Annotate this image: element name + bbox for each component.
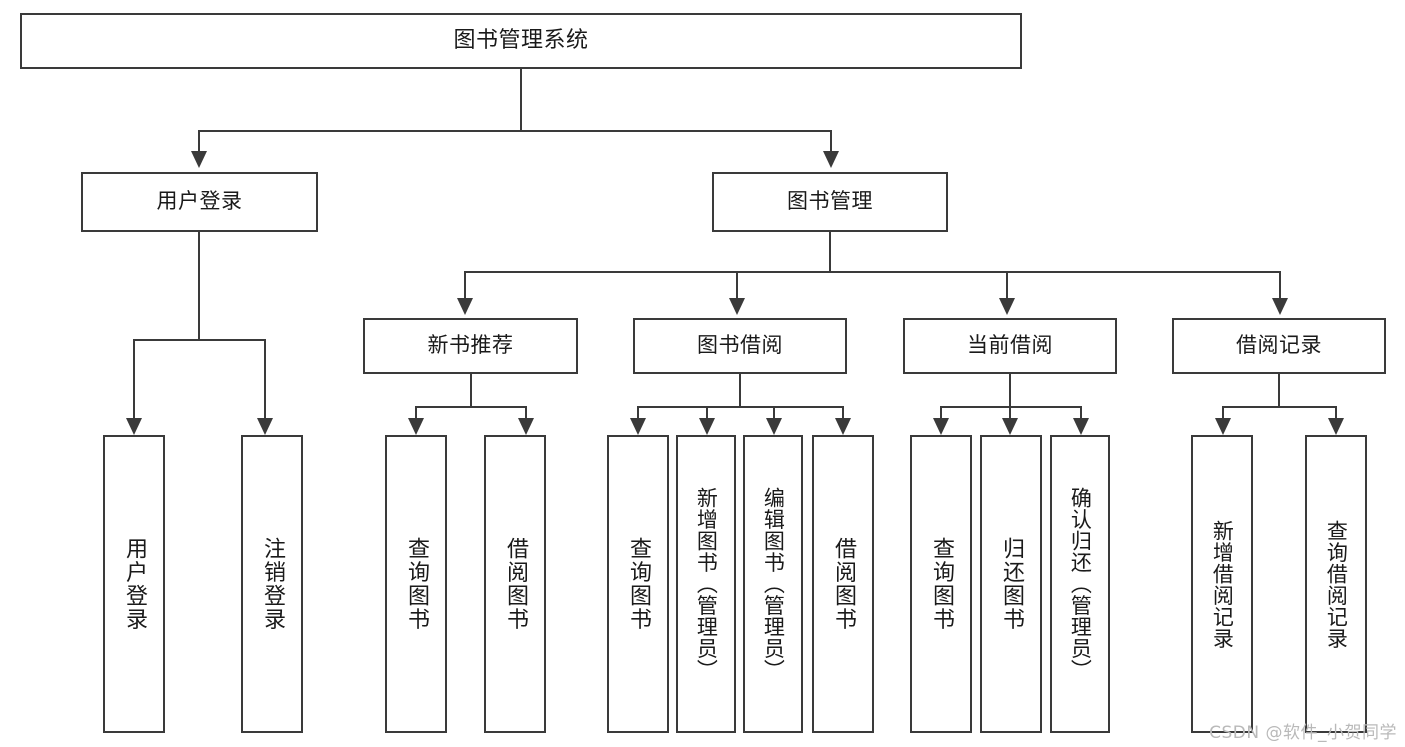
leaf-record-add-borrow-record[interactable]: 新增借阅记录: [1191, 435, 1253, 733]
arrow-book-borrow-to-leaf-2: [699, 418, 715, 435]
leaf-record-query-borrow-record[interactable]: 查询借阅记录: [1305, 435, 1367, 733]
node-label: 新书推荐: [427, 333, 514, 358]
node-new-book-recommend[interactable]: 新书推荐: [363, 318, 578, 374]
node-label: 查询借阅记录: [1324, 519, 1349, 649]
arrow-root-to-user-login: [191, 151, 207, 168]
connector-book-borrow-to-leaf-1: [637, 406, 639, 419]
leaf-new-book-borrow-book[interactable]: 借阅图书: [484, 435, 546, 733]
connector-new-book-to-leaf-1: [415, 406, 417, 419]
node-label: 确认归还（管理员）: [1068, 487, 1093, 681]
leaf-current-query-book[interactable]: 查询图书: [910, 435, 972, 733]
node-label: 图书管理: [787, 189, 873, 214]
node-label: 归还图书: [998, 537, 1024, 631]
connector-user-login-to-leaf-1: [133, 339, 135, 419]
node-label: 图书借阅: [697, 333, 783, 358]
connector-root-bus: [198, 130, 832, 132]
leaf-current-return-book[interactable]: 归还图书: [980, 435, 1042, 733]
leaf-borrow-query-book[interactable]: 查询图书: [607, 435, 669, 733]
arrow-borrow-record-to-leaf-1: [1215, 418, 1231, 435]
arrow-book-borrow-to-leaf-4: [835, 418, 851, 435]
node-label: 查询图书: [625, 537, 651, 631]
leaf-borrow-add-book-admin[interactable]: 新增图书（管理员）: [676, 435, 736, 733]
node-label: 新增借阅记录: [1210, 519, 1235, 649]
arrow-root-to-book-mgmt: [823, 151, 839, 168]
leaf-logout[interactable]: 注销登录: [241, 435, 303, 733]
arrow-book-mgmt-to-borrow: [729, 298, 745, 315]
connector-current-borrow-stem: [1009, 374, 1011, 407]
leaf-user-login[interactable]: 用户登录: [103, 435, 165, 733]
node-book-management[interactable]: 图书管理: [712, 172, 948, 232]
node-current-borrow[interactable]: 当前借阅: [903, 318, 1117, 374]
node-label: 借阅图书: [502, 537, 528, 631]
connector-book-borrow-to-leaf-2: [706, 406, 708, 419]
node-borrow-record[interactable]: 借阅记录: [1172, 318, 1386, 374]
connector-current-borrow-to-leaf-3: [1080, 406, 1082, 419]
leaf-borrow-borrow-book[interactable]: 借阅图书: [812, 435, 874, 733]
connector-borrow-record-bus: [1222, 406, 1337, 408]
leaf-new-book-query-book[interactable]: 查询图书: [385, 435, 447, 733]
node-book-borrow[interactable]: 图书借阅: [633, 318, 847, 374]
connector-book-mgmt-to-current: [1006, 271, 1008, 299]
connector-book-mgmt-stem: [829, 232, 831, 272]
node-label: 查询图书: [403, 537, 429, 631]
connector-borrow-record-to-leaf-2: [1335, 406, 1337, 419]
connector-book-borrow-to-leaf-4: [842, 406, 844, 419]
connector-current-borrow-bus: [940, 406, 1082, 408]
leaf-borrow-edit-book-admin[interactable]: 编辑图书（管理员）: [743, 435, 803, 733]
arrow-new-book-to-leaf-1: [408, 418, 424, 435]
connector-borrow-record-stem: [1278, 374, 1280, 407]
node-label: 注销登录: [259, 537, 285, 631]
leaf-current-confirm-return-admin[interactable]: 确认归还（管理员）: [1050, 435, 1110, 733]
arrow-book-borrow-to-leaf-3: [766, 418, 782, 435]
arrow-book-mgmt-to-current: [999, 298, 1015, 315]
node-label: 编辑图书（管理员）: [761, 487, 786, 681]
connector-root-to-user-login: [198, 130, 200, 152]
connector-current-borrow-to-leaf-2: [1009, 406, 1011, 419]
connector-book-mgmt-to-record: [1279, 271, 1281, 299]
arrow-user-login-to-leaf-1: [126, 418, 142, 435]
arrow-borrow-record-to-leaf-2: [1328, 418, 1344, 435]
node-label: 新增图书（管理员）: [694, 487, 719, 681]
arrow-book-borrow-to-leaf-1: [630, 418, 646, 435]
node-label: 查询图书: [928, 537, 954, 631]
connector-borrow-record-to-leaf-1: [1222, 406, 1224, 419]
arrow-book-mgmt-to-record: [1272, 298, 1288, 315]
node-label: 借阅记录: [1236, 333, 1322, 358]
connector-book-mgmt-bus: [464, 271, 1281, 273]
arrow-new-book-to-leaf-2: [518, 418, 534, 435]
csdn-watermark: CSDN @软件_小贺同学: [1209, 723, 1397, 743]
node-root-system[interactable]: 图书管理系统: [20, 13, 1022, 69]
connector-new-book-stem: [470, 374, 472, 407]
node-label: 图书管理系统: [453, 27, 589, 53]
node-label: 借阅图书: [830, 537, 856, 631]
connector-book-borrow-bus: [637, 406, 844, 408]
connector-root-to-book-mgmt: [830, 130, 832, 152]
node-user-login[interactable]: 用户登录: [81, 172, 318, 232]
connector-user-login-stem: [198, 232, 200, 340]
connector-book-borrow-to-leaf-3: [773, 406, 775, 419]
connector-root-stem: [520, 69, 522, 131]
connector-new-book-to-leaf-2: [525, 406, 527, 419]
node-label: 用户登录: [156, 189, 243, 214]
connector-user-login-bus: [133, 339, 265, 341]
node-label: 用户登录: [121, 537, 147, 631]
connector-new-book-bus: [415, 406, 527, 408]
connector-book-mgmt-to-borrow: [736, 271, 738, 299]
arrow-user-login-to-leaf-2: [257, 418, 273, 435]
arrow-current-borrow-to-leaf-1: [933, 418, 949, 435]
connector-user-login-to-leaf-2: [264, 339, 266, 419]
arrow-current-borrow-to-leaf-2: [1002, 418, 1018, 435]
connector-book-borrow-stem: [739, 374, 741, 407]
connector-book-mgmt-to-new-book: [464, 271, 466, 299]
arrow-current-borrow-to-leaf-3: [1073, 418, 1089, 435]
arrow-book-mgmt-to-new-book: [457, 298, 473, 315]
node-label: 当前借阅: [967, 333, 1053, 358]
connector-current-borrow-to-leaf-1: [940, 406, 942, 419]
